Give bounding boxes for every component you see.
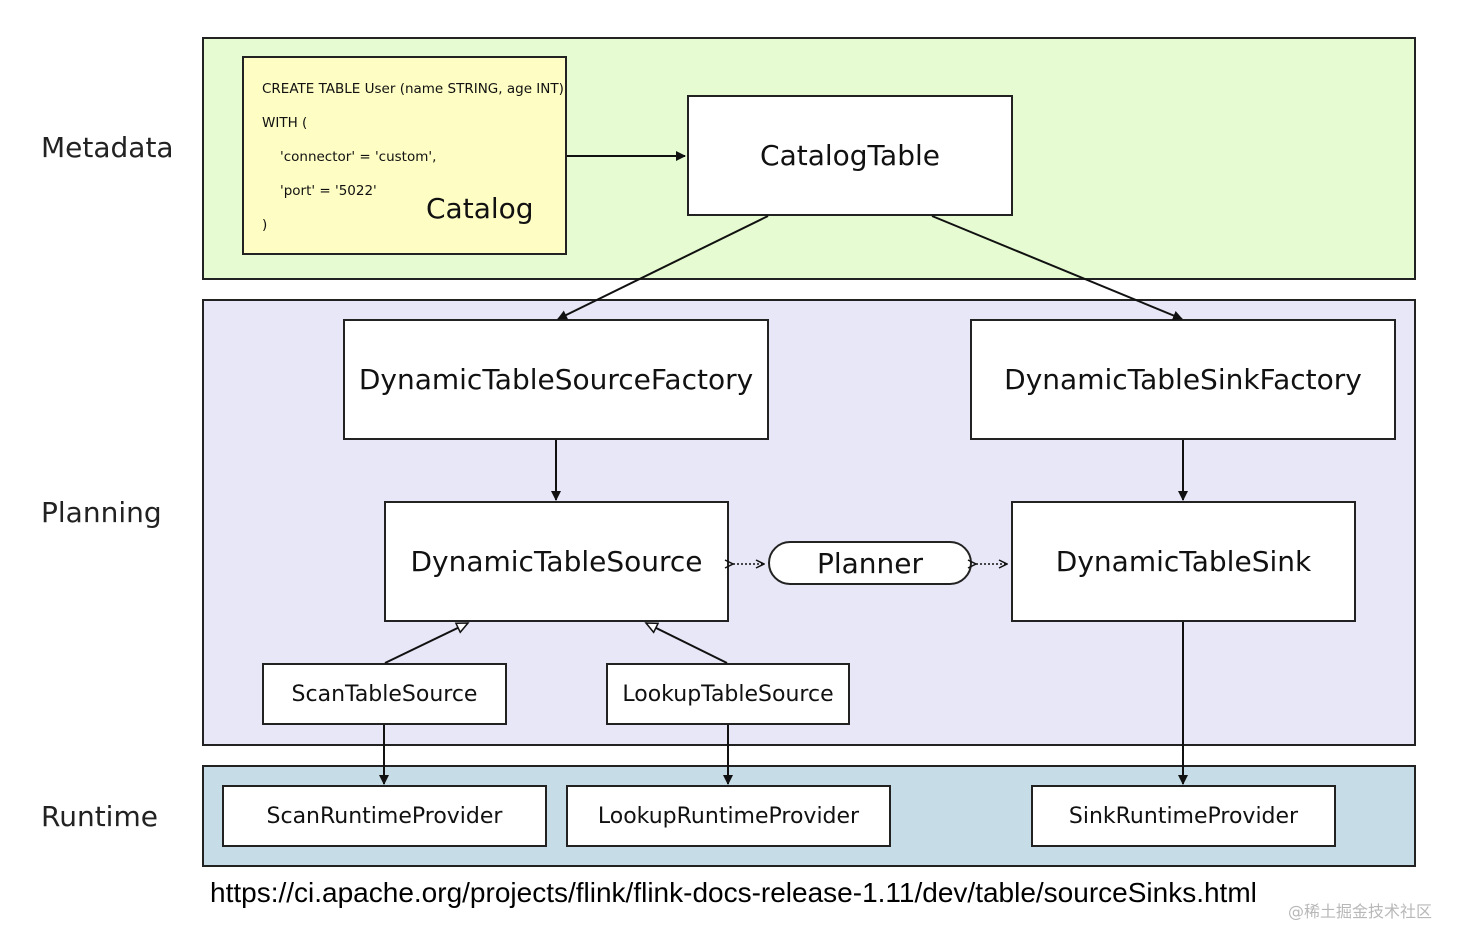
sink-runtime-node: SinkRuntimeProvider (1031, 785, 1336, 847)
lookup-source-node: LookupTableSource (606, 663, 850, 725)
catalog-label: Catalog (426, 192, 534, 225)
ddl-line: ) (262, 217, 268, 233)
watermark: @稀土掘金技术社区 (1288, 902, 1433, 921)
dynamic-source-node: DynamicTableSource (384, 501, 729, 622)
planner-node: Planner (768, 541, 972, 585)
lookup-runtime-node: LookupRuntimeProvider (566, 785, 891, 847)
scan-source-node: ScanTableSource (262, 663, 507, 725)
metadata-layer-label: Metadata (41, 131, 174, 164)
runtime-layer-label: Runtime (41, 800, 158, 833)
source-factory-node: DynamicTableSourceFactory (343, 319, 769, 440)
catalog-table-node: CatalogTable (687, 95, 1013, 216)
ddl-line: CREATE TABLE User (name STRING, age INT) (262, 81, 564, 97)
source-url: https://ci.apache.org/projects/flink/fli… (210, 877, 1257, 908)
ddl-line: WITH ( (262, 115, 308, 131)
catalog-box: CREATE TABLE User (name STRING, age INT)… (242, 56, 567, 255)
scan-runtime-node: ScanRuntimeProvider (222, 785, 547, 847)
dynamic-sink-node: DynamicTableSink (1011, 501, 1356, 622)
ddl-line: 'connector' = 'custom', (280, 149, 437, 165)
planning-layer-label: Planning (41, 496, 162, 529)
ddl-line: 'port' = '5022' (280, 183, 377, 199)
sink-factory-node: DynamicTableSinkFactory (970, 319, 1396, 440)
